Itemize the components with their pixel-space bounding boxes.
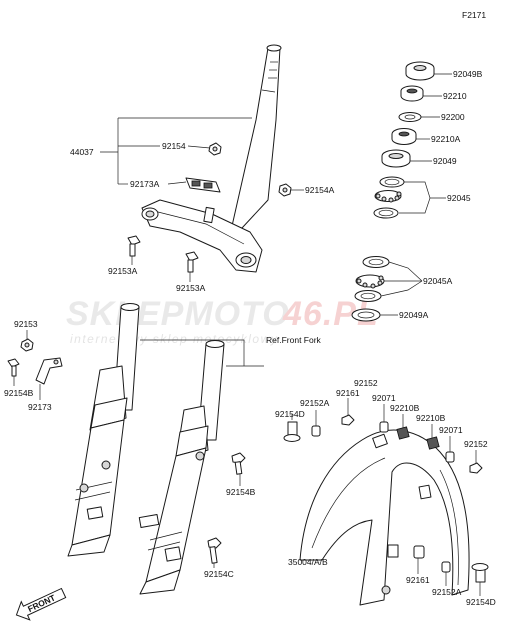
bolt-92154C [207, 537, 222, 564]
label-92210: 92210 [443, 91, 467, 101]
label-92173: 92173 [28, 402, 52, 412]
label-92153A-left: 92153A [108, 266, 138, 276]
label-92071-right: 92071 [439, 425, 463, 435]
front-fender [299, 429, 470, 606]
bolt-92154A [278, 183, 292, 197]
label-92154D-top: 92154D [275, 409, 305, 419]
label-92152A-bottom: 92152A [432, 587, 462, 597]
label-92200: 92200 [441, 112, 465, 122]
leader-lines [13, 73, 481, 596]
label-92154B-right: 92154B [226, 487, 256, 497]
label-92154D-bottom: 92154D [466, 597, 496, 607]
label-92161-top: 92161 [336, 388, 360, 398]
label-92210B-b: 92210B [416, 413, 446, 423]
watermark-tagline: internetowy sklep motocyklowy [70, 332, 278, 346]
label-92153A-right: 92153A [176, 283, 206, 293]
figure-code: F2171 [462, 10, 486, 20]
label-35004: 35004/A/B [288, 557, 328, 567]
bolt-92154B-right [231, 452, 246, 475]
nut-92154 [208, 142, 222, 156]
label-92045: 92045 [447, 193, 471, 203]
label-92173A: 92173A [130, 179, 160, 189]
label-92152-right: 92152 [464, 439, 488, 449]
front-arrow-label: FRONT [26, 592, 57, 614]
label-92154: 92154 [162, 141, 186, 151]
part-labels: 92049B 92210 92200 92210A 92049 92045 44… [4, 69, 496, 607]
front-arrow: FRONT [15, 587, 67, 621]
lower-bearing-stack [351, 256, 390, 322]
watermark: SKLEPMOTO 46.PL internetowy sklep motocy… [66, 295, 378, 346]
nut-92153 [20, 338, 34, 352]
bolt-92154B-left [7, 358, 20, 377]
label-92049A: 92049A [399, 310, 429, 320]
label-92049B: 92049B [453, 69, 483, 79]
label-92154C: 92154C [204, 569, 234, 579]
label-92152A-top: 92152A [300, 398, 330, 408]
label-ref-front-fork: Ref.Front Fork [266, 335, 322, 345]
label-92153: 92153 [14, 319, 38, 329]
front-fork-left [67, 303, 140, 557]
label-44037: 44037 [70, 147, 94, 157]
label-92071-top: 92071 [372, 393, 396, 403]
label-92154A: 92154A [305, 185, 335, 195]
label-92049: 92049 [433, 156, 457, 166]
clamp-92173 [35, 357, 63, 385]
bolt-92153A-left [127, 235, 141, 257]
front-fork-right [138, 340, 225, 595]
label-92161-bottom: 92161 [406, 575, 430, 585]
bracket-92173A [185, 177, 221, 193]
label-92045A: 92045A [423, 276, 453, 286]
label-92210A: 92210A [431, 134, 461, 144]
bolt-92153A-right [185, 251, 199, 273]
fender-hardware [283, 414, 489, 583]
label-92152-top: 92152 [354, 378, 378, 388]
bearing-stack [373, 61, 435, 219]
watermark-brand-left: SKLEPMOTO [66, 295, 290, 333]
label-92154B-left: 92154B [4, 388, 34, 398]
label-92210B-a: 92210B [390, 403, 420, 413]
steering-stem-assembly [141, 44, 282, 273]
